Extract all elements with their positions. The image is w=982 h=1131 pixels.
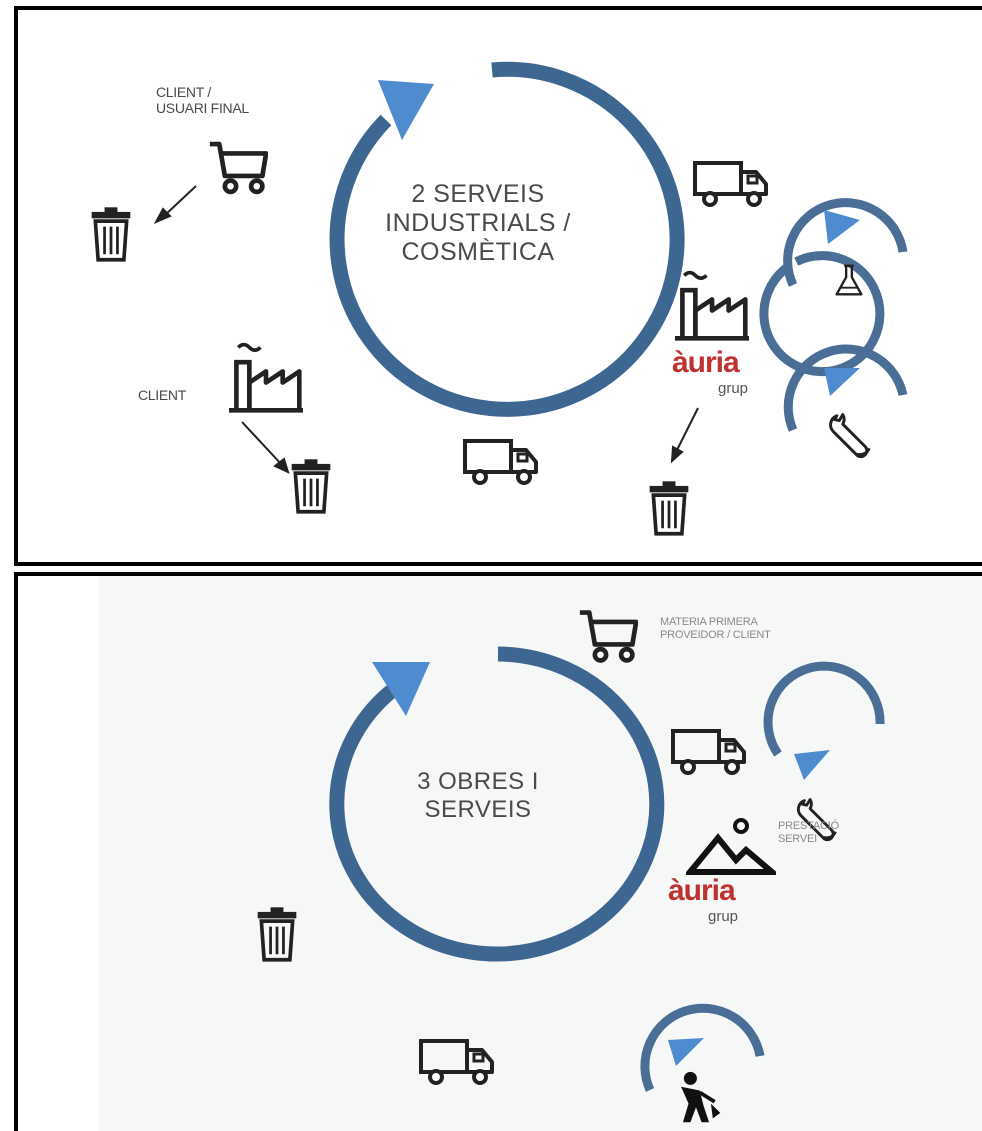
worker-digging-icon <box>679 1070 723 1125</box>
flask-cycle-arc <box>783 198 908 287</box>
cycle-diagram-2 <box>255 576 885 1125</box>
worker-cycle-arrowhead <box>668 1038 704 1066</box>
flask-cycle-ring <box>759 251 885 377</box>
trash-bin-icon <box>647 480 691 536</box>
wrench-cycle-arc <box>763 661 885 757</box>
label-prestacio-servei: PRESTACIÓ SERVEI <box>778 820 839 845</box>
cycle-title: 2 SERVEIS INDUSTRIALS / COSMÈTICA <box>385 180 571 266</box>
flask-cycle-arrowhead <box>824 210 860 244</box>
delivery-truck-icon <box>693 161 768 207</box>
arrow-to-trash-2 <box>241 421 283 466</box>
arrow-to-trash-1 <box>163 185 197 217</box>
cycle-arrowhead <box>372 662 430 716</box>
label-client: CLIENT <box>138 387 186 403</box>
label-materia-primera: MATERIA PRIMERA PROVEIDOR / CLIENT <box>660 616 771 641</box>
auria-logo: àuria <box>668 874 736 907</box>
arrow-head <box>670 445 684 464</box>
wrench-cycle-arc <box>783 344 908 432</box>
arrow-to-trash-3 <box>675 407 699 453</box>
cycle-ring <box>329 61 685 417</box>
wrench-cycle-arrowhead <box>824 368 860 396</box>
label-client-final: CLIENT / USUARI FINAL <box>156 84 249 117</box>
delivery-truck-icon <box>463 439 538 485</box>
trash-bin-icon <box>289 458 333 514</box>
auria-logo-sub: grup <box>708 908 739 925</box>
shopping-cart-icon <box>210 144 266 192</box>
trash-bin-icon <box>255 906 299 962</box>
arrow-head <box>153 207 172 225</box>
auria-logo-sub: grup <box>718 380 749 397</box>
mountain-icon <box>690 820 772 872</box>
factory-icon <box>229 345 303 411</box>
arrow-head <box>273 457 290 474</box>
trash-bin-icon <box>89 206 133 262</box>
delivery-truck-icon <box>419 1039 494 1085</box>
wrench-icon <box>829 413 871 459</box>
cycle-arrowhead <box>378 80 434 140</box>
panel-industrial-services: 2 SERVEIS INDUSTRIALS / COSMÈTICA CLIENT… <box>14 6 982 566</box>
wrench-cycle-arrowhead <box>794 750 830 780</box>
shopping-cart-icon <box>580 613 636 661</box>
auria-logo: àuria <box>672 346 740 379</box>
worker-cycle-arc <box>640 1003 765 1092</box>
panel-works-services: 3 OBRES I SERVEIS MATERIA PRIMERA PROVEI… <box>14 572 982 1131</box>
factory-icon <box>675 273 749 339</box>
cycle-diagram-1 <box>89 61 908 536</box>
delivery-truck-icon <box>671 729 746 775</box>
cycle-title: 3 OBRES I SERVEIS <box>417 768 539 823</box>
cycle-ring <box>329 646 665 962</box>
